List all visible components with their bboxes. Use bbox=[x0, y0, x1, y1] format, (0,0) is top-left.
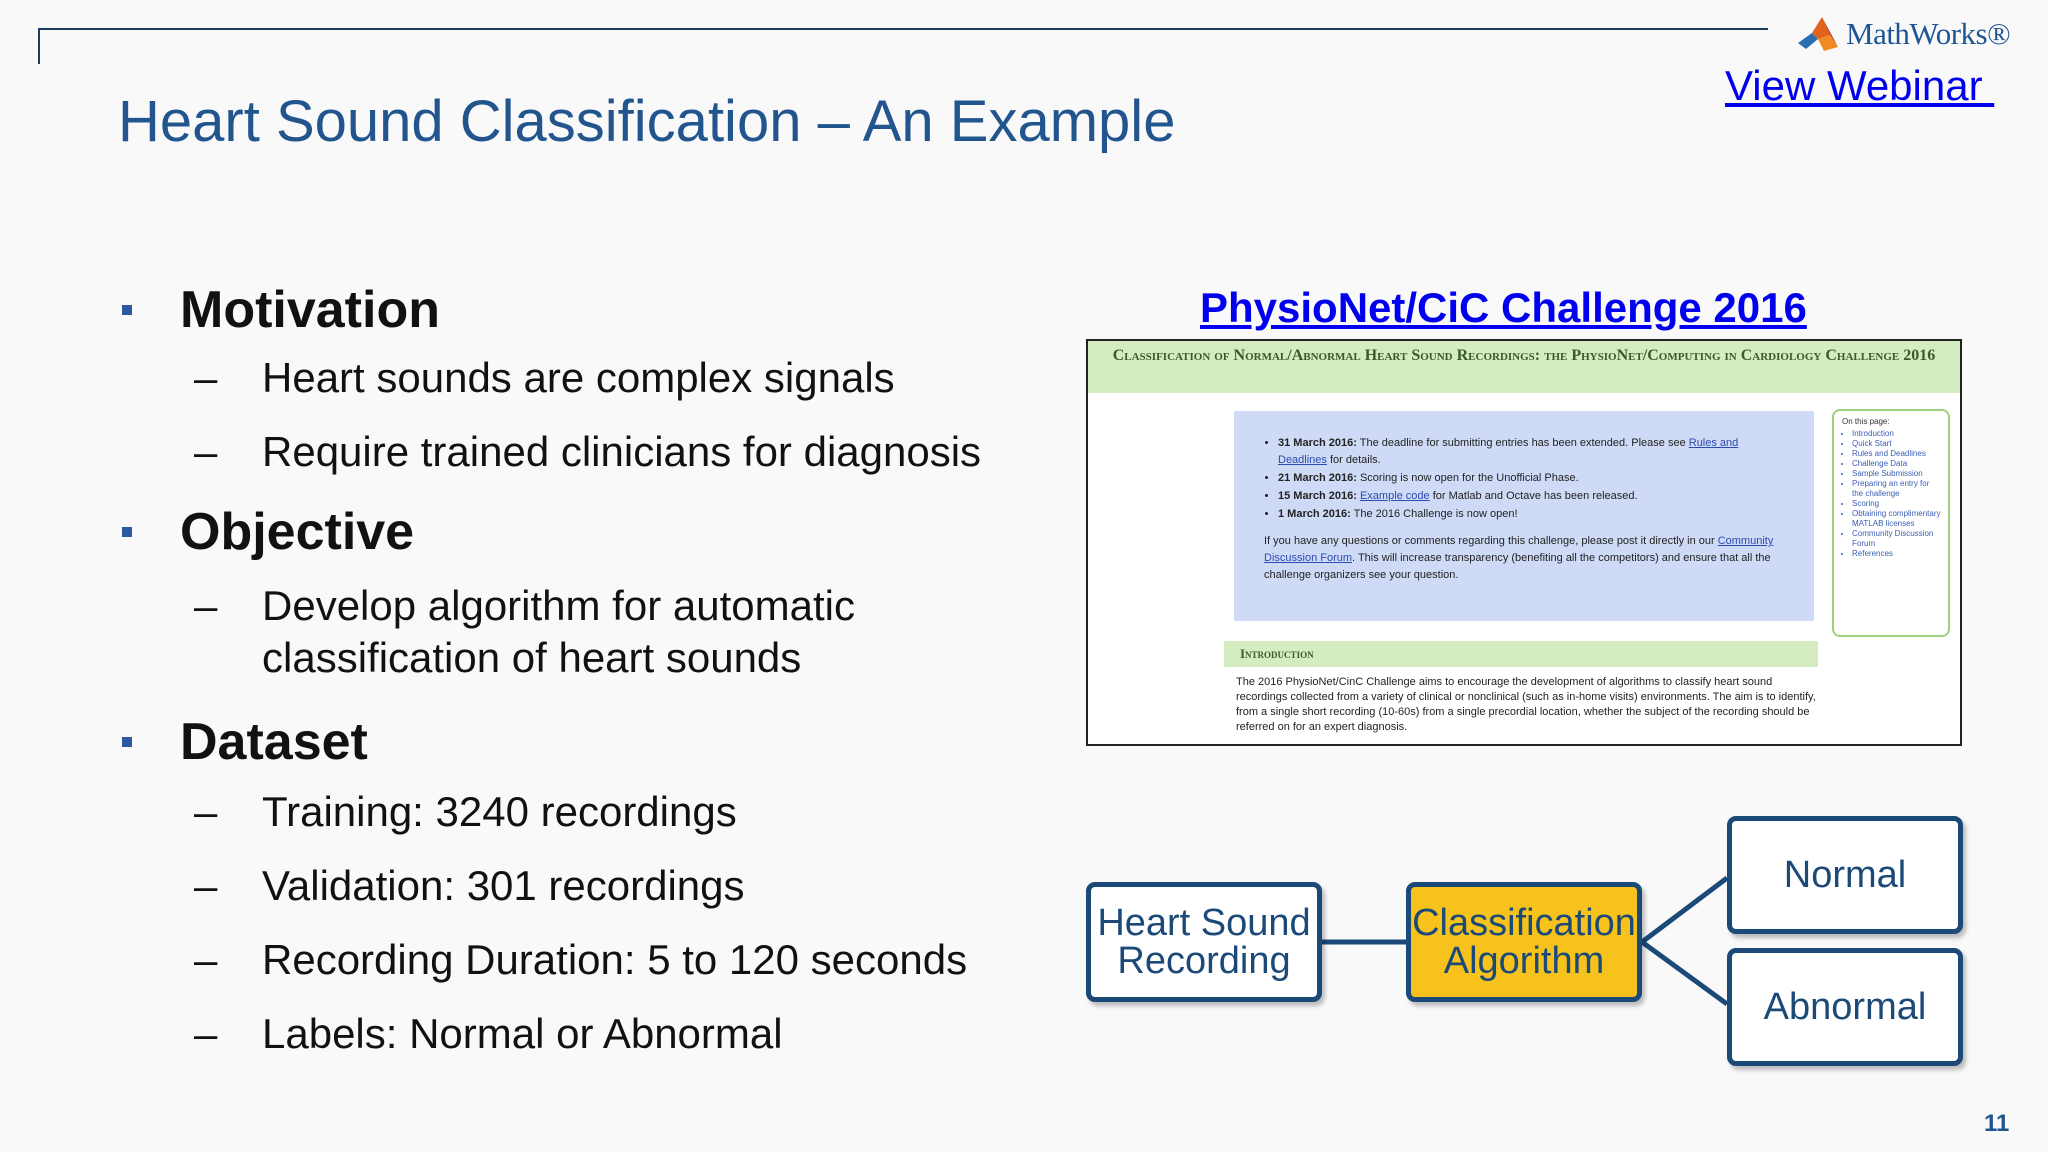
intro-heading: Introduction bbox=[1224, 641, 1818, 667]
discussion-forum-link[interactable]: Community Discussion Forum bbox=[1264, 535, 1774, 564]
classification-algorithm-node: Classification Algorithm bbox=[1406, 882, 1642, 1002]
news-item: 21 March 2016: Scoring is now open for t… bbox=[1278, 470, 1784, 487]
header-rule-tick bbox=[38, 28, 40, 64]
challenge-banner: Classification of Normal/Abnormal Heart … bbox=[1088, 341, 1960, 393]
toc-item[interactable]: Obtaining complimentary MATLAB licenses bbox=[1852, 509, 1942, 529]
connector-line bbox=[1640, 939, 1729, 1007]
membrane-logo-icon bbox=[1798, 17, 1838, 51]
sub-bullet: –Heart sounds are complex signals bbox=[194, 352, 1018, 404]
bullet-heading: Dataset bbox=[180, 713, 368, 771]
abnormal-node: Abnormal bbox=[1727, 948, 1963, 1066]
sub-bullet-text: Validation: 301 recordings bbox=[262, 862, 745, 909]
toc-item[interactable]: Sample Submission bbox=[1852, 469, 1942, 479]
sub-bullet: –Require trained clinicians for diagnosi… bbox=[194, 426, 1018, 478]
sub-bullet-text: Labels: Normal or Abnormal bbox=[262, 1010, 783, 1057]
sub-bullet: –Develop algorithm for automatic classif… bbox=[194, 580, 1018, 684]
toc-item[interactable]: Introduction bbox=[1852, 429, 1942, 439]
sub-bullet: –Validation: 301 recordings bbox=[194, 860, 1018, 912]
toc-item[interactable]: Rules and Deadlines bbox=[1852, 449, 1942, 459]
toc-item[interactable]: Quick Start bbox=[1852, 439, 1942, 449]
bullet-dataset: Dataset bbox=[118, 708, 1018, 776]
bullet-list: Motivation –Heart sounds are complex sig… bbox=[118, 276, 1018, 1060]
toc-box: On this page: IntroductionQuick StartRul… bbox=[1832, 409, 1950, 637]
slide-title: Heart Sound Classification – An Example bbox=[118, 89, 1176, 154]
toc-list: IntroductionQuick StartRules and Deadlin… bbox=[1842, 429, 1942, 559]
news-item: 31 March 2016: The deadline for submitti… bbox=[1278, 435, 1784, 469]
physionet-challenge-link[interactable]: PhysioNet/CiC Challenge 2016 bbox=[1200, 284, 1807, 331]
example-code-link[interactable]: Example code bbox=[1359, 490, 1430, 502]
sub-bullet-text: Recording Duration: 5 to 120 seconds bbox=[262, 936, 968, 983]
normal-node: Normal bbox=[1727, 816, 1963, 934]
bullet-heading: Motivation bbox=[180, 281, 440, 339]
news-item: 15 March 2016: Example code for Matlab a… bbox=[1278, 488, 1784, 505]
sub-bullet-text: Develop algorithm for automatic classifi… bbox=[262, 582, 855, 681]
sub-bullet: –Labels: Normal or Abnormal bbox=[194, 1008, 1018, 1060]
logo-text: MathWorks® bbox=[1846, 16, 2011, 51]
toc-item[interactable]: Scoring bbox=[1852, 499, 1942, 509]
questions-text: If you have any questions or comments re… bbox=[1264, 535, 1774, 581]
view-webinar-link[interactable]: View Webinar bbox=[1725, 62, 1995, 109]
intro-text: The 2016 PhysioNet/CinC Challenge aims t… bbox=[1236, 676, 1816, 733]
bullet-square-icon bbox=[122, 305, 132, 315]
sub-bullet-text: Training: 3240 recordings bbox=[262, 788, 737, 835]
sub-bullet-text: Heart sounds are complex signals bbox=[262, 354, 895, 401]
sub-bullet-text: Require trained clinicians for diagnosis bbox=[262, 428, 982, 475]
heart-sound-recording-node: Heart Sound Recording bbox=[1086, 882, 1322, 1002]
bullet-square-icon bbox=[122, 527, 132, 537]
news-item: 1 March 2016: The 2016 Challenge is now … bbox=[1278, 506, 1784, 523]
challenge-page-screenshot: Classification of Normal/Abnormal Heart … bbox=[1086, 339, 1962, 746]
header-rule bbox=[38, 28, 1768, 30]
toc-item[interactable]: References bbox=[1852, 549, 1942, 559]
toc-item[interactable]: Community Discussion Forum bbox=[1852, 529, 1942, 549]
bullet-objective: Objective bbox=[118, 498, 1018, 566]
sub-bullet: –Recording Duration: 5 to 120 seconds bbox=[194, 934, 1018, 986]
rules-deadlines-link[interactable]: Rules and Deadlines bbox=[1278, 437, 1739, 466]
bullet-square-icon bbox=[122, 737, 132, 747]
news-box: 31 March 2016: The deadline for submitti… bbox=[1234, 411, 1814, 621]
bullet-heading: Objective bbox=[180, 503, 415, 561]
toc-item[interactable]: Preparing an entry for the challenge bbox=[1852, 479, 1942, 499]
sub-bullet: –Training: 3240 recordings bbox=[194, 786, 1018, 838]
page-number: 11 bbox=[1984, 1110, 2010, 1137]
bullet-motivation: Motivation bbox=[118, 276, 1018, 344]
toc-title: On this page: bbox=[1842, 417, 1890, 426]
connector-line bbox=[1640, 876, 1729, 944]
toc-item[interactable]: Challenge Data bbox=[1852, 459, 1942, 469]
mathworks-logo: MathWorks® bbox=[1796, 12, 2011, 56]
